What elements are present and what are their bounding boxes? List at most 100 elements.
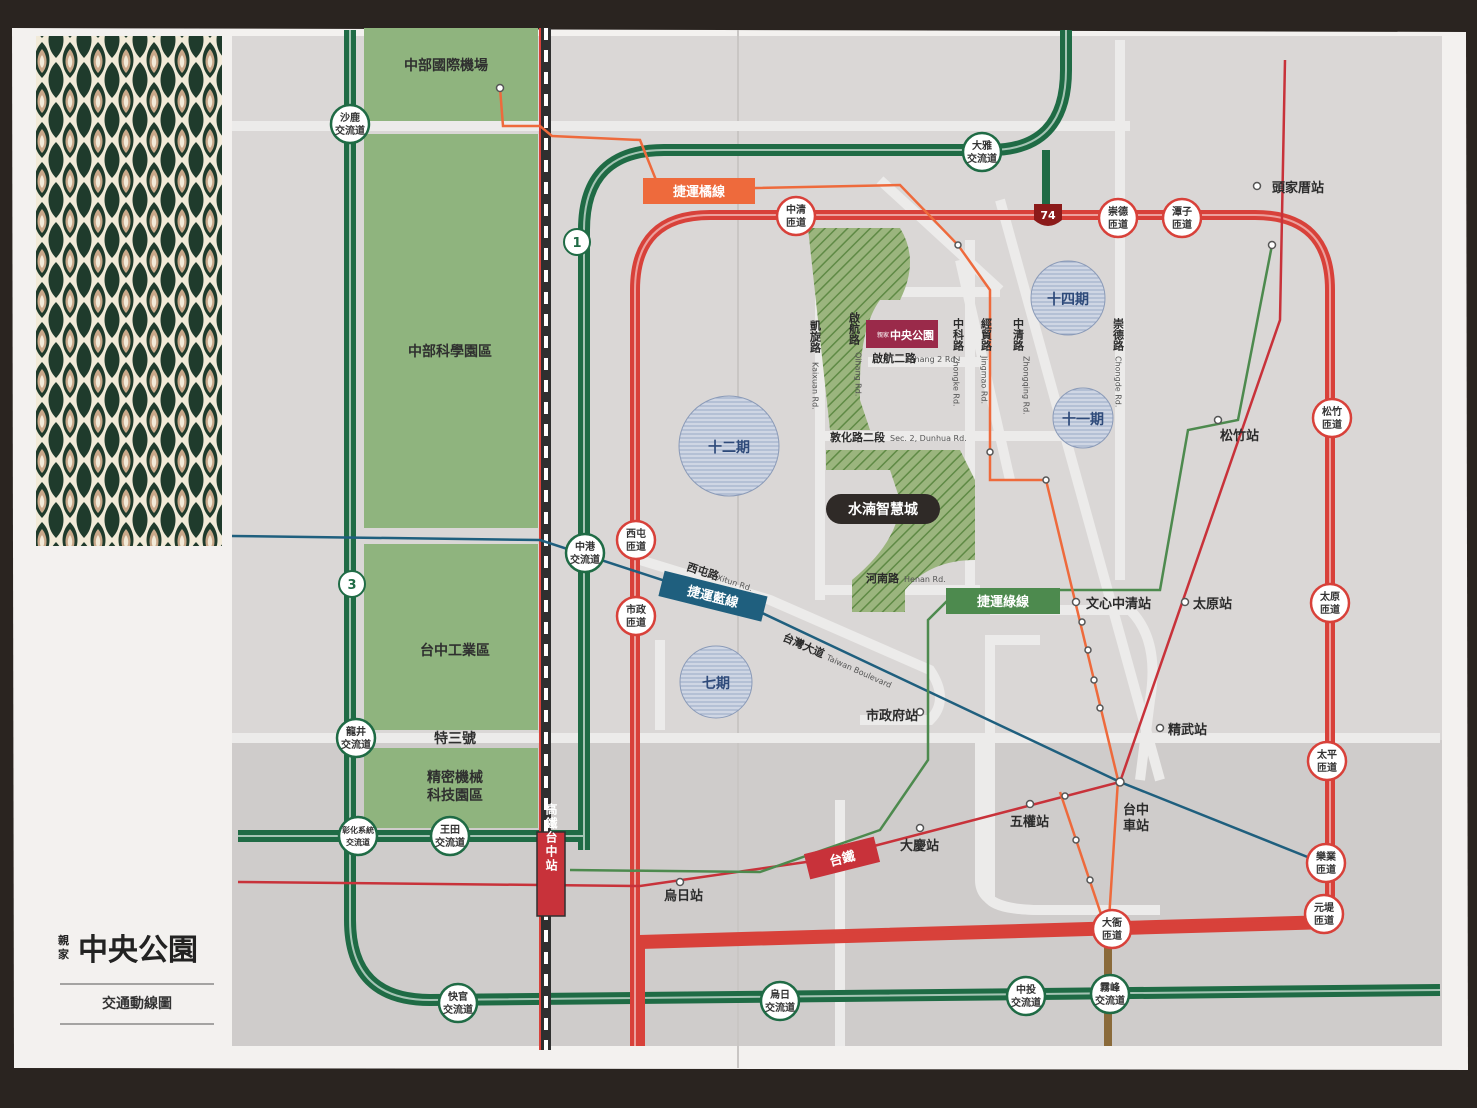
road-jingmao: 經貿路 <box>980 317 993 352</box>
zone-label-airport: 中部國際機場 <box>404 57 488 74</box>
local-roads <box>232 40 1440 1046</box>
decorative-petal-pattern <box>36 36 222 546</box>
interchange-badges: 沙鹿 交流道 大雅 交流道 中港 交流道 龍井 交流道 彰化系統 交流道 王田 … <box>329 103 1131 1024</box>
svg-text:元堤: 元堤 <box>1314 901 1335 914</box>
svg-text:匝道: 匝道 <box>1172 218 1192 231</box>
svg-text:交流道: 交流道 <box>443 1003 473 1016</box>
ic-lufeng: 霧峰 交流道 <box>1089 973 1131 1015</box>
svg-text:大衙: 大衙 <box>1102 916 1122 929</box>
station-city-hall: 市政府站 <box>866 708 918 724</box>
svg-text:匝道: 匝道 <box>1316 863 1336 876</box>
svg-text:交流道: 交流道 <box>1011 996 1041 1009</box>
ramp-songzhu: 松竹 匝道 <box>1311 397 1353 439</box>
road-jingmao-en: Jingmao Rd. <box>980 355 989 404</box>
ic-wangtian: 王田 交流道 <box>429 815 471 857</box>
expressway-centerline <box>634 214 1331 1046</box>
svg-text:匝道: 匝道 <box>626 616 646 629</box>
svg-text:崇德: 崇德 <box>1108 205 1128 218</box>
transit-tags: 捷運橘線 捷運藍線 捷運綠線 台鐵 高鐵台中站 <box>536 178 1060 917</box>
ramp-tanzi: 潭子 匝道 <box>1161 197 1203 239</box>
ic-zhonggang: 中港 交流道 <box>564 532 606 574</box>
tag-hsr: 高鐵台中站 <box>544 802 558 873</box>
ramp-shizheng: 市政 匝道 <box>615 595 657 637</box>
svg-text:烏日: 烏日 <box>770 988 790 1001</box>
site-badge-name: 中央公園 <box>890 328 934 342</box>
shield-nh1: 1 <box>572 236 581 251</box>
station-toujiacuo: 頭家厝站 <box>1272 180 1324 196</box>
ramp-taiping: 太平 匝道 <box>1306 740 1348 782</box>
ic-daya: 大雅 交流道 <box>961 131 1003 173</box>
station-taichung-1: 台中 <box>1123 802 1149 818</box>
ramp-badges: 中清 匝道 崇德 匝道 潭子 匝道 松竹 匝道 太原 匝道 太平 匝道 <box>615 195 1353 950</box>
station-labels: 頭家厝站 松竹站 太原站 精武站 文心中清站 市政府站 台中 車站 五權站 大慶… <box>664 180 1324 904</box>
svg-text:潭子: 潭子 <box>1172 205 1192 218</box>
road-qihang: 啟航路 <box>848 311 861 346</box>
tag-tra: 台鐵 <box>828 848 857 870</box>
road-zhongke-en: Zhongke Rd. <box>952 356 961 407</box>
station-daqing: 大慶站 <box>900 838 939 854</box>
shield-p74: 74 <box>1040 209 1056 222</box>
svg-text:匝道: 匝道 <box>786 216 806 229</box>
road-dunhua-en: Sec. 2, Dunhua Rd. <box>890 434 967 443</box>
station-jingwu: 精武站 <box>1168 722 1207 738</box>
station-songzhu: 松竹站 <box>1220 428 1259 444</box>
tra-line <box>237 59 1287 888</box>
svg-text:交流道: 交流道 <box>765 1001 795 1014</box>
svg-text:匝道: 匝道 <box>1320 603 1340 616</box>
park-south <box>826 450 975 612</box>
road-qihang2-en: Qihang 2 Rd. <box>906 355 958 364</box>
phase-12: 十二期 <box>708 439 750 456</box>
svg-text:快官: 快官 <box>447 990 468 1003</box>
ramp-xitun: 西屯 匝道 <box>615 519 657 561</box>
zone-science-park <box>364 134 538 528</box>
freeway-centerlines <box>238 30 1441 1002</box>
svg-text:彰化系統: 彰化系統 <box>342 825 374 835</box>
brand-title: 中央公園 <box>78 933 198 968</box>
brand-mark-1: 親 <box>58 933 69 947</box>
zone-label-precision-2: 科技園區 <box>427 787 483 804</box>
zone-label-science-park: 中部科學園區 <box>408 343 492 360</box>
ramp-daqing: 大衙 匝道 <box>1091 908 1133 950</box>
svg-text:沙鹿: 沙鹿 <box>340 111 360 124</box>
smart-city-pill <box>826 494 940 524</box>
svg-text:交流道: 交流道 <box>346 837 370 847</box>
highway-shields: 1 3 74 <box>338 204 1062 598</box>
road-kaixuan: 凱旋路 <box>809 319 823 354</box>
phase-14: 十四期 <box>1047 291 1089 308</box>
road-kaixuan-en: Kaixuan Rd. <box>811 362 820 410</box>
road-zhongke: 中科路 <box>952 317 965 352</box>
zone-label-precision-1: 精密機械 <box>427 769 483 786</box>
svg-text:交流道: 交流道 <box>570 553 600 566</box>
road-labels: 凱旋路 Kaixuan Rd. 啟航路 Qihang Rd. 啟航二路 Qiha… <box>685 311 1126 690</box>
svg-text:王田: 王田 <box>440 824 460 836</box>
station-wuri: 烏日站 <box>664 888 703 904</box>
station-dots <box>495 83 1277 887</box>
ic-shalu: 沙鹿 交流道 <box>329 103 371 145</box>
svg-text:太平: 太平 <box>1316 748 1337 761</box>
ramp-leye: 樂業 匝道 <box>1305 842 1347 884</box>
phase-7: 七期 <box>702 676 730 692</box>
tag-mrt-orange: 捷運橘線 <box>673 184 726 200</box>
svg-text:匝道: 匝道 <box>1108 218 1128 231</box>
station-wenxin-zhongqing: 文心中清站 <box>1086 596 1151 612</box>
svg-text:大雅: 大雅 <box>972 139 992 152</box>
ic-zhongtou: 中投 交流道 <box>1005 975 1047 1017</box>
zone-label-industrial: 台中工業區 <box>420 642 490 659</box>
road-henan-en: Henan Rd. <box>904 575 946 584</box>
zone-label-special3: 特三號 <box>434 730 476 747</box>
park-north <box>808 228 910 430</box>
svg-text:交流道: 交流道 <box>335 124 365 137</box>
ramp-taiyuan: 太原 匝道 <box>1309 582 1351 624</box>
svg-text:霧峰: 霧峰 <box>1100 981 1121 994</box>
ic-kuaiguan: 快官 交流道 <box>437 982 479 1024</box>
road-chongde: 崇德路 <box>1112 317 1126 352</box>
svg-text:匝道: 匝道 <box>1102 929 1122 942</box>
svg-text:龍井: 龍井 <box>346 725 366 738</box>
station-taiyuan: 太原站 <box>1192 596 1232 612</box>
svg-text:匝道: 匝道 <box>1322 418 1342 431</box>
svg-text:交流道: 交流道 <box>967 152 997 165</box>
site-badge-mark: 親家 <box>877 331 889 339</box>
brand-subtitle: 交通動線圖 <box>102 995 172 1012</box>
ramp-yuandi: 元堤 匝道 <box>1303 893 1345 935</box>
tag-mrt-green: 捷運綠線 <box>977 594 1030 610</box>
